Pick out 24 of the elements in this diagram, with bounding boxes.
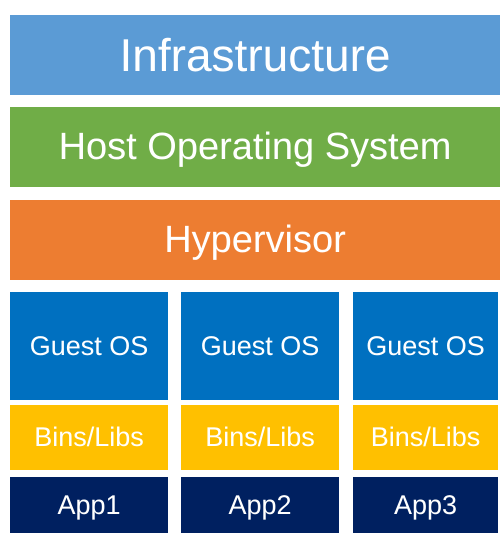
layer-band: [10, 107, 500, 187]
stack-block: [353, 477, 498, 533]
block-label: App3: [394, 490, 458, 520]
stack-block: [181, 477, 339, 533]
stack-block: [10, 477, 168, 533]
stack-block: [181, 405, 339, 470]
layer-band: [10, 200, 500, 280]
block-label: Host Operating System: [58, 126, 452, 168]
block-label: Guest OS: [366, 330, 485, 362]
block-label: Bins/Libs: [205, 422, 315, 453]
block-label: Bins/Libs: [34, 422, 144, 453]
block-label: App2: [228, 490, 292, 520]
block-label: App1: [57, 490, 121, 520]
block-label: Bins/Libs: [370, 422, 480, 453]
stack-block: [181, 292, 339, 400]
layer-band: [10, 15, 500, 95]
stack-block: [10, 292, 168, 400]
block-label: Guest OS: [200, 330, 320, 362]
stack-block: [10, 405, 168, 470]
stack-block: [353, 405, 498, 470]
block-label: Infrastructure: [120, 28, 390, 82]
block-label: Hypervisor: [164, 218, 346, 262]
stack-block: [353, 292, 498, 400]
block-label: Guest OS: [30, 330, 148, 362]
